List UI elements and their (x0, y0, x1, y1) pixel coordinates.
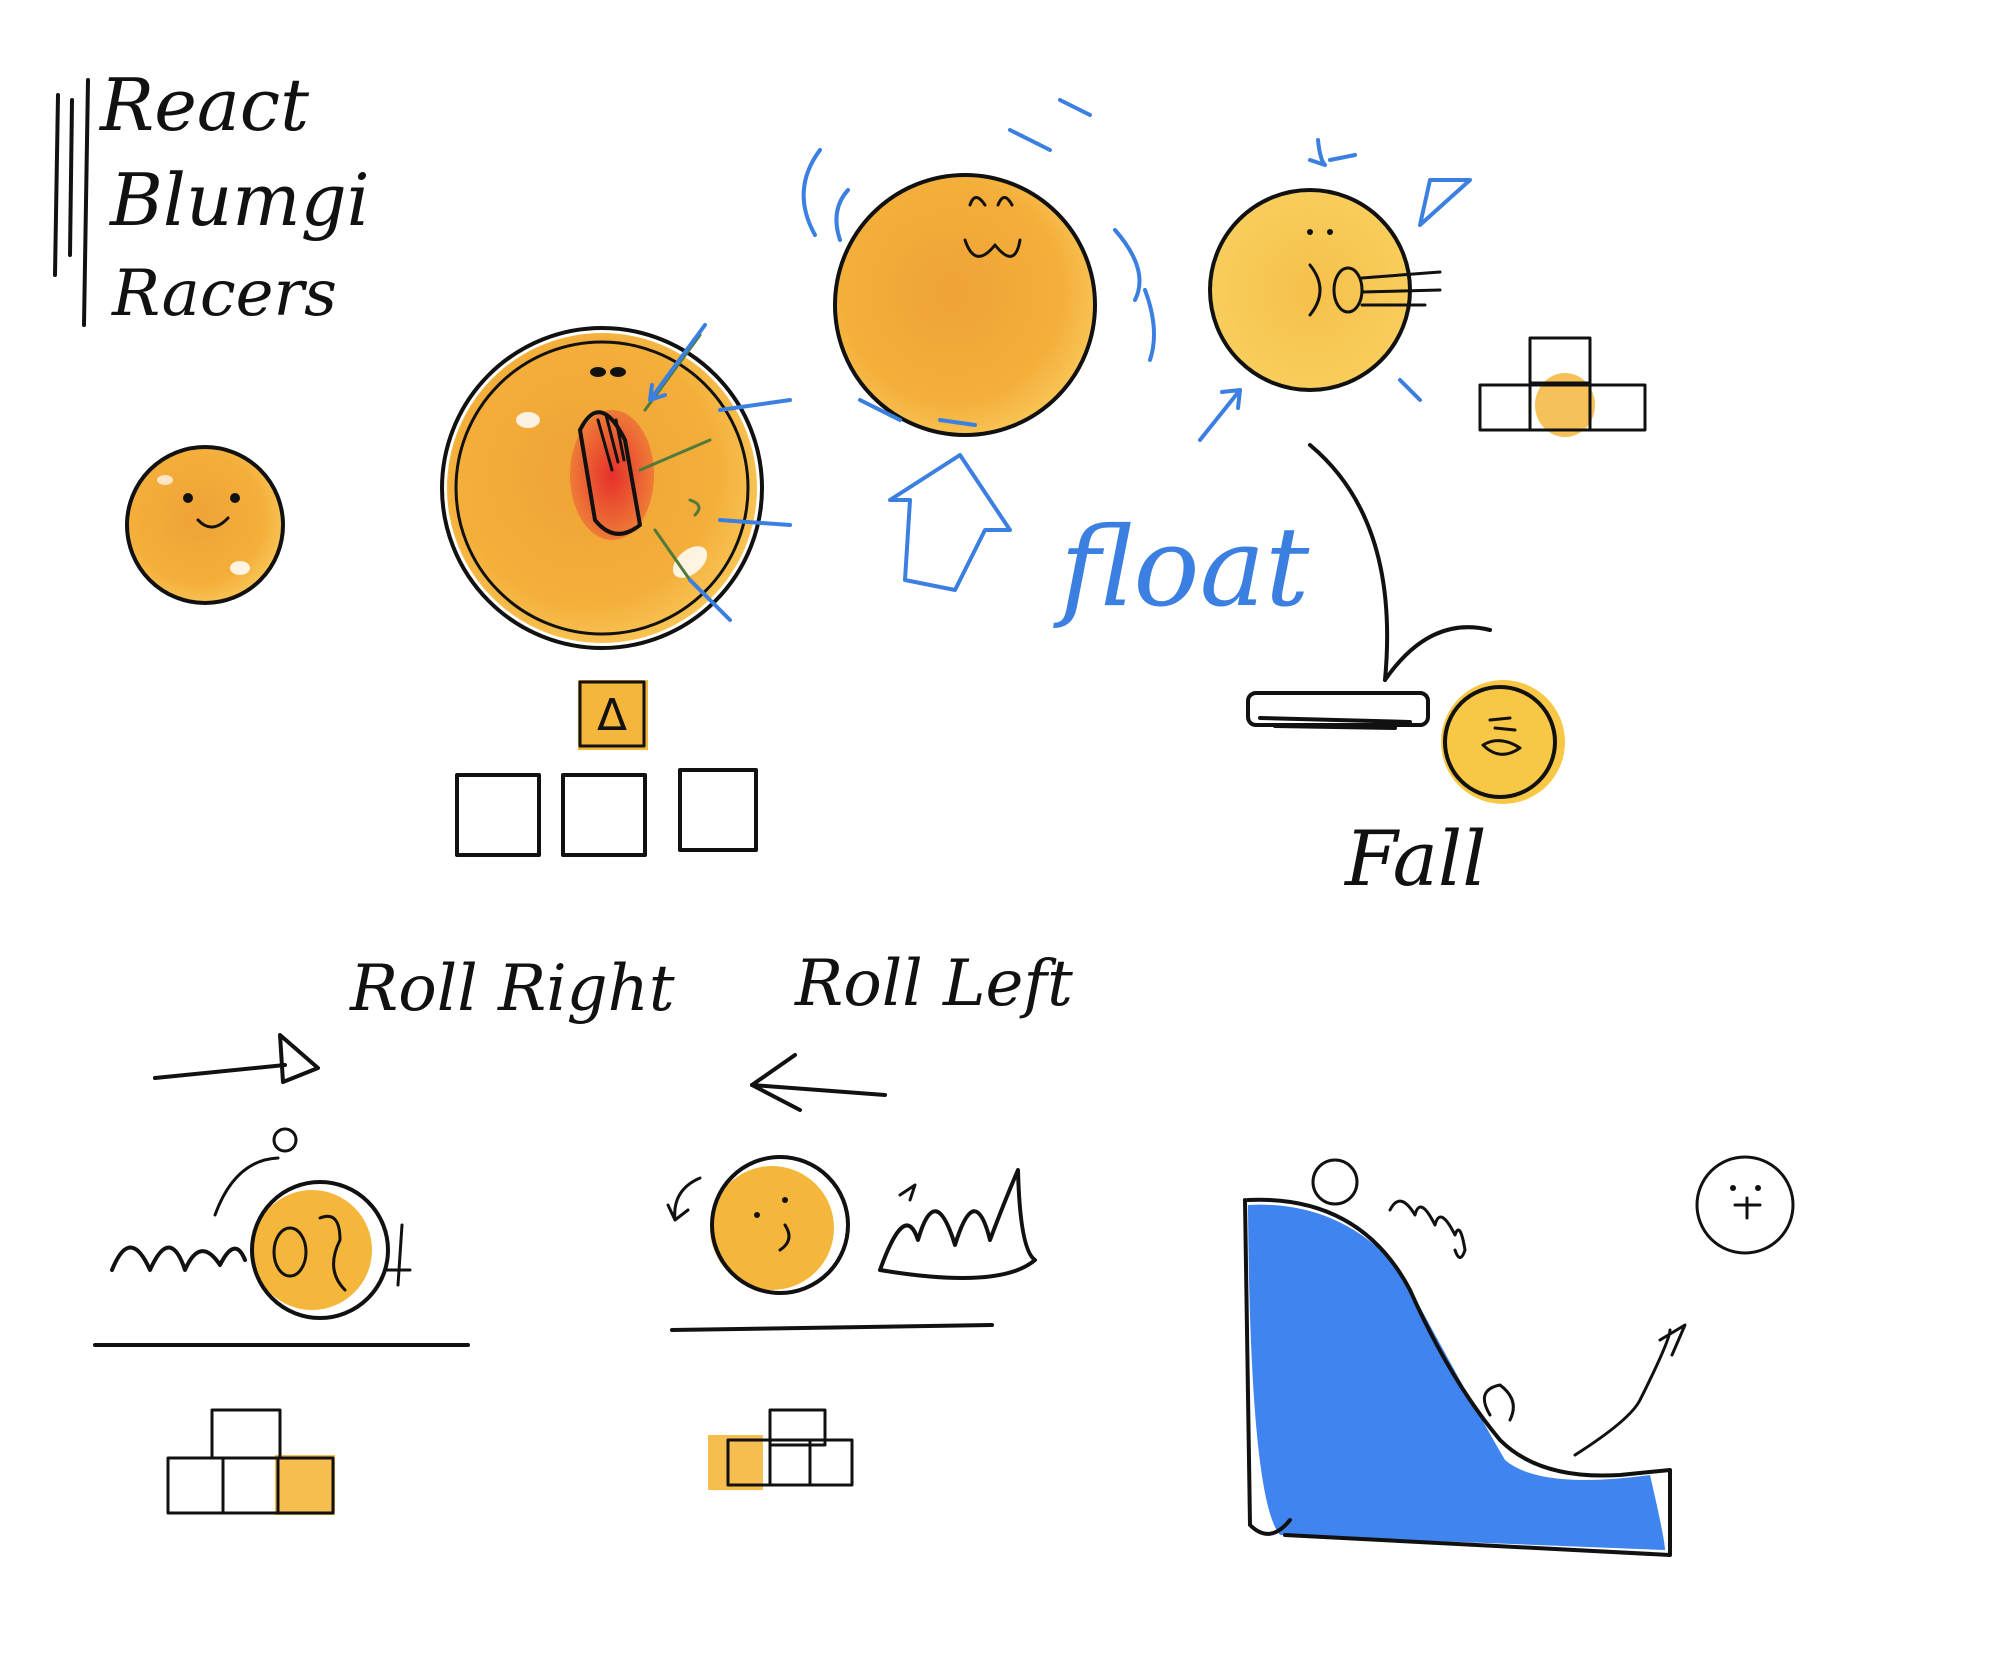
right-key-icon (808, 1438, 854, 1487)
idle-ball (125, 445, 285, 605)
up-key-symbol: Δ (597, 690, 627, 741)
left-key-icon (1478, 383, 1532, 432)
roll-left-label: Roll Left (794, 947, 1073, 1021)
title-line-3: Racers (111, 257, 337, 331)
roll-right-label: Roll Right (349, 952, 675, 1026)
title-line-1: React (98, 63, 310, 147)
roll-left-controls (708, 1408, 854, 1490)
fall-sequence: Fall (1246, 443, 1565, 903)
title-bar-line-2 (68, 98, 74, 257)
roll-left-ball (666, 1155, 1037, 1332)
up-key-icon (1528, 336, 1592, 385)
title-bar-line-1 (53, 93, 60, 277)
shout-controls: Δ (455, 680, 758, 857)
shout-ball (440, 323, 792, 650)
right-key-icon (1588, 383, 1647, 432)
left-key-icon (455, 773, 541, 857)
roll-right-ball (93, 1127, 470, 1347)
up-arrow-icon (888, 453, 1012, 592)
platform (1246, 691, 1430, 727)
float-label: float (1053, 503, 1310, 631)
slope-scene (1243, 1155, 1795, 1557)
up-key-icon (210, 1408, 282, 1460)
left-arrow-icon (750, 1053, 887, 1112)
down-key-icon (768, 1438, 812, 1487)
up-key-icon (578, 680, 646, 748)
right-key-icon (276, 1456, 335, 1515)
right-key-icon (678, 768, 758, 852)
title-block: React Blumgi Racers (53, 63, 370, 331)
left-key-icon (166, 1456, 225, 1515)
roll-right-controls (166, 1408, 335, 1515)
eye-icon (230, 493, 240, 503)
right-arrow-icon (153, 1033, 320, 1084)
eye-icon (183, 493, 193, 503)
up-key-icon (768, 1408, 827, 1447)
blow-ball (1198, 138, 1472, 442)
float-ball (801, 98, 1156, 437)
float-controls (1478, 336, 1647, 437)
ground-line (670, 1323, 994, 1332)
fall-label: Fall (1343, 814, 1487, 903)
title-line-2: Blumgi (108, 158, 370, 242)
scared-face-icon (1695, 1155, 1795, 1255)
title-bar-line-3 (82, 78, 90, 327)
rolling-ball-icon (1311, 1158, 1359, 1206)
down-key-icon (221, 1456, 280, 1515)
down-key-icon (561, 773, 647, 857)
